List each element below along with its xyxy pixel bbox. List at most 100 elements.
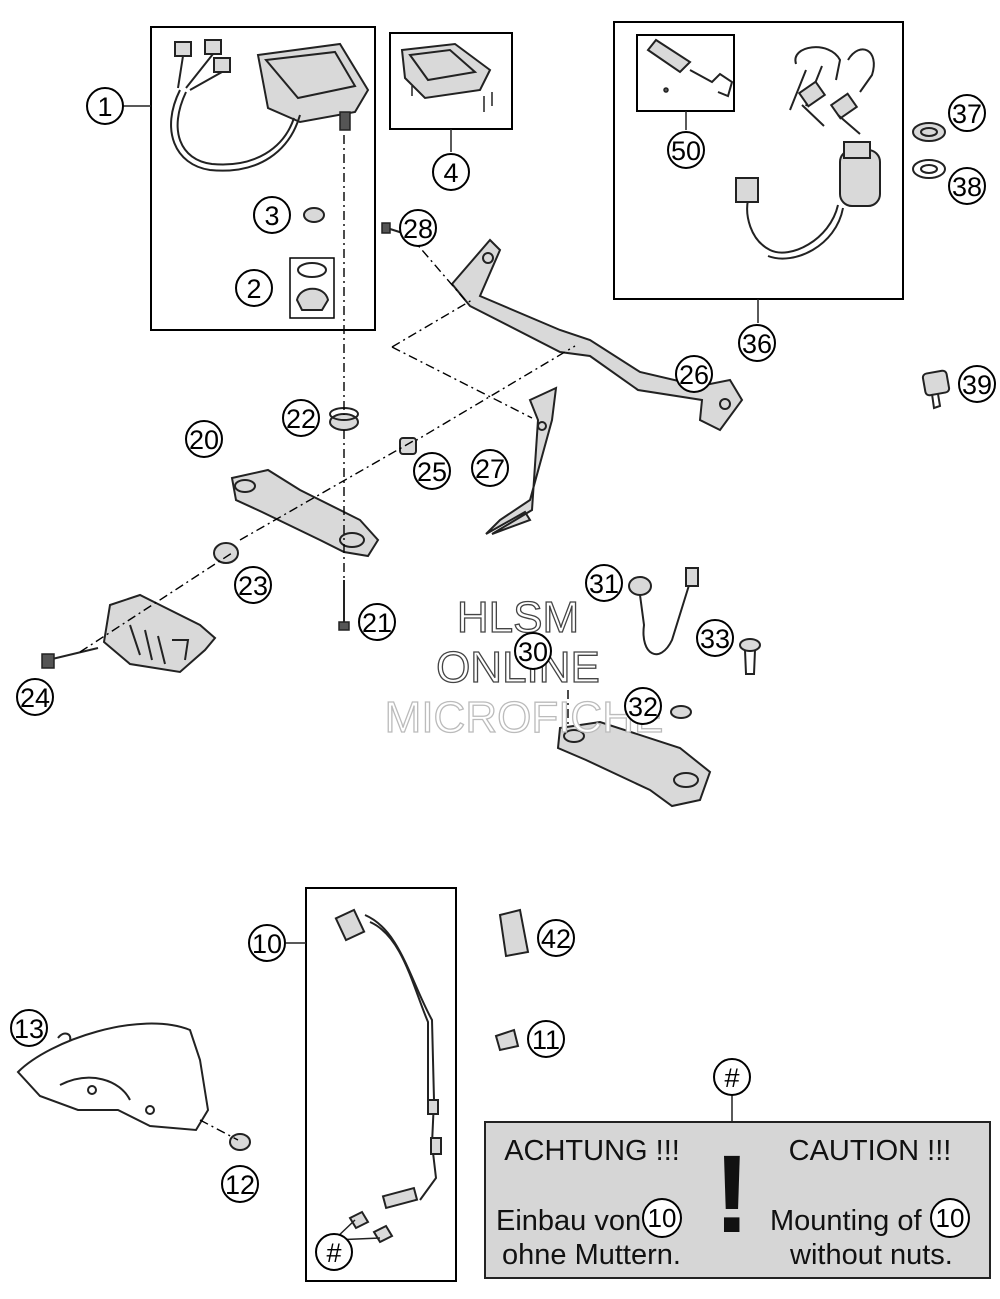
callout-33: 33 [696, 619, 734, 657]
clip-11-part [494, 1028, 520, 1052]
callout-label: 11 [532, 1025, 560, 1055]
callout-circle [585, 564, 623, 602]
speedometer-part [170, 39, 370, 172]
achtung-title: ACHTUNG !!! [504, 1135, 680, 1167]
callout-3: 3 [253, 196, 291, 234]
callout-42: 42 [537, 919, 575, 957]
watermark-line1: HLSM [457, 593, 579, 642]
callout-32: 32 [624, 687, 662, 725]
callout-circle [282, 399, 320, 437]
callout-circle [948, 94, 986, 132]
callout-circle [713, 1058, 751, 1096]
callout-label: 28 [403, 214, 433, 244]
bracket-27-part [485, 386, 558, 535]
callout-13: 13 [10, 1009, 48, 1047]
callout-circle [248, 924, 286, 962]
sensor-10-part [334, 908, 442, 1244]
callout-label: 2 [246, 274, 261, 304]
switch-31-part [628, 567, 699, 655]
callout-label: 38 [952, 172, 982, 202]
seal-ring-part [303, 207, 325, 223]
callout-circle [315, 1233, 353, 1271]
callout-circle [471, 449, 509, 487]
callout-label: 12 [225, 1170, 255, 1200]
callout-label: 1 [97, 92, 112, 122]
watermark-line3: MICROFICHE [385, 693, 664, 742]
callout-label: 13 [14, 1014, 44, 1044]
callout-label: 37 [952, 99, 982, 129]
callout-4: 4 [432, 153, 470, 191]
callout-label: 3 [264, 201, 279, 231]
clamp-32-part [556, 705, 712, 808]
callout-20: 20 [185, 420, 223, 458]
callout-38: 38 [948, 167, 986, 205]
caution-title: CAUTION !!! [789, 1135, 952, 1167]
caution-line2: without nuts. [789, 1239, 953, 1271]
callout-circle [514, 632, 552, 670]
callout-11: 11 [527, 1020, 565, 1058]
spacer-12-part [229, 1133, 251, 1151]
clamp-20-part [230, 468, 380, 558]
callout-23: 23 [234, 566, 272, 604]
callout-label: 23 [238, 571, 268, 601]
callout-36: 36 [738, 324, 776, 362]
cap-part [289, 257, 335, 319]
rubber-23-part [213, 542, 239, 564]
callout-label: 4 [443, 158, 458, 188]
callout-label: 36 [742, 329, 772, 359]
callout-50: 50 [667, 131, 705, 169]
callout-label: 32 [628, 692, 658, 722]
callout-30: 30 [514, 632, 552, 670]
callout-circle [537, 919, 575, 957]
callout-label: 30 [518, 637, 548, 667]
screw-21-part [338, 580, 350, 631]
callout-label: 50 [671, 136, 701, 166]
callout-12: 12 [221, 1165, 259, 1203]
bracket-plate-part [102, 593, 217, 674]
callout-26: 26 [675, 355, 713, 393]
exclamation-icon: ! [714, 1133, 751, 1256]
callout-label: 27 [475, 454, 505, 484]
callout-circle [527, 1020, 565, 1058]
callout-circle [221, 1165, 259, 1203]
callout-circle [432, 153, 470, 191]
callout-circle [399, 209, 437, 247]
callout-circle [16, 678, 54, 716]
callout-label: 24 [20, 683, 50, 713]
achtung-line1: Einbau von [496, 1205, 641, 1237]
callout-circle [10, 1009, 48, 1047]
callout-24: 24 [16, 678, 54, 716]
callout-circle [235, 269, 273, 307]
callout-label: 10 [252, 929, 282, 959]
clip-42-part [498, 908, 530, 958]
bolt-24-part [41, 647, 99, 669]
lock-cylinder-part [646, 38, 734, 98]
callout-10: 10 [248, 924, 286, 962]
callout-label: 22 [286, 404, 316, 434]
callout-circle [624, 687, 662, 725]
brake-disc-13-part [16, 1022, 210, 1132]
callout-circle [358, 603, 396, 641]
callout-31: 31 [585, 564, 623, 602]
callout-label: 39 [962, 370, 992, 400]
nut-37-part [912, 122, 946, 142]
callout-22: 22 [282, 399, 320, 437]
callout-label: # [326, 1238, 341, 1268]
washer-38-part [912, 159, 946, 179]
callout-label: 26 [679, 360, 709, 390]
watermark-line2: ONLINE [436, 643, 600, 692]
callout-circle [675, 355, 713, 393]
ignition-lock-part [735, 46, 881, 260]
callout-circle [667, 131, 705, 169]
callout-2: 2 [235, 269, 273, 307]
callout-25: 25 [413, 452, 451, 490]
callout-label: 31 [589, 569, 619, 599]
achtung-line2: ohne Muttern. [502, 1239, 681, 1271]
callout-label: 25 [417, 457, 447, 487]
callout-circle [948, 167, 986, 205]
callout-37: 37 [948, 94, 986, 132]
callout-circle [86, 87, 124, 125]
key-39-part [921, 369, 951, 410]
callout-label: 21 [362, 608, 392, 638]
